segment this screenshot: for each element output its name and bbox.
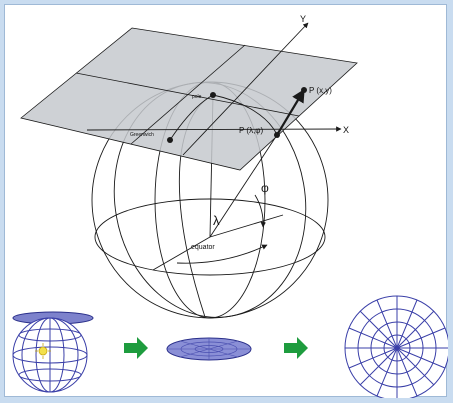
phi-label: φ: [261, 181, 269, 195]
projection-disc: [166, 337, 252, 361]
projection-ray: [276, 88, 305, 136]
step-arrow-2-icon: [284, 337, 308, 359]
point-geo-label: P (λ,φ): [239, 126, 263, 135]
axis-y-line: [182, 22, 309, 156]
point-xy-label: P (x,y): [309, 86, 332, 95]
axis-y-label: Y: [300, 14, 306, 24]
tangent-plane: [20, 27, 358, 171]
equator-label: equator: [191, 244, 215, 251]
point-xy: [301, 87, 307, 93]
equator-line: [94, 198, 326, 276]
axis-x-label: X: [343, 125, 349, 135]
projection-diagram: Y X P (x,y) P (λ,φ) pole Greenwich φ λ e…: [12, 14, 448, 398]
radius-to-point: [209, 134, 278, 238]
plane-surface: [20, 27, 358, 171]
greenwich-on-plane: [169, 94, 214, 141]
lambda-arc: [176, 244, 268, 264]
plane-midline-2: [130, 44, 246, 145]
small-globe: [12, 311, 94, 393]
point-geo: [274, 132, 280, 138]
phi-arc: [254, 194, 266, 228]
meridian-on-plane: [212, 94, 278, 136]
greenwich-label: Greenwich: [130, 132, 154, 138]
lambda-label: λ: [213, 213, 220, 228]
light-source-icon: [35, 343, 51, 359]
step-arrow-1-icon: [124, 337, 148, 359]
azimuthal-map: [344, 295, 448, 398]
greenwich-point: [167, 137, 173, 143]
pole-label: pole: [192, 94, 202, 100]
pole-point: [210, 92, 216, 98]
radius-equator: [209, 214, 284, 238]
diagram-frame: Y X P (x,y) P (λ,φ) pole Greenwich φ λ e…: [4, 4, 448, 398]
axis-x-line: [86, 126, 342, 132]
radius-lambda: [152, 236, 211, 271]
